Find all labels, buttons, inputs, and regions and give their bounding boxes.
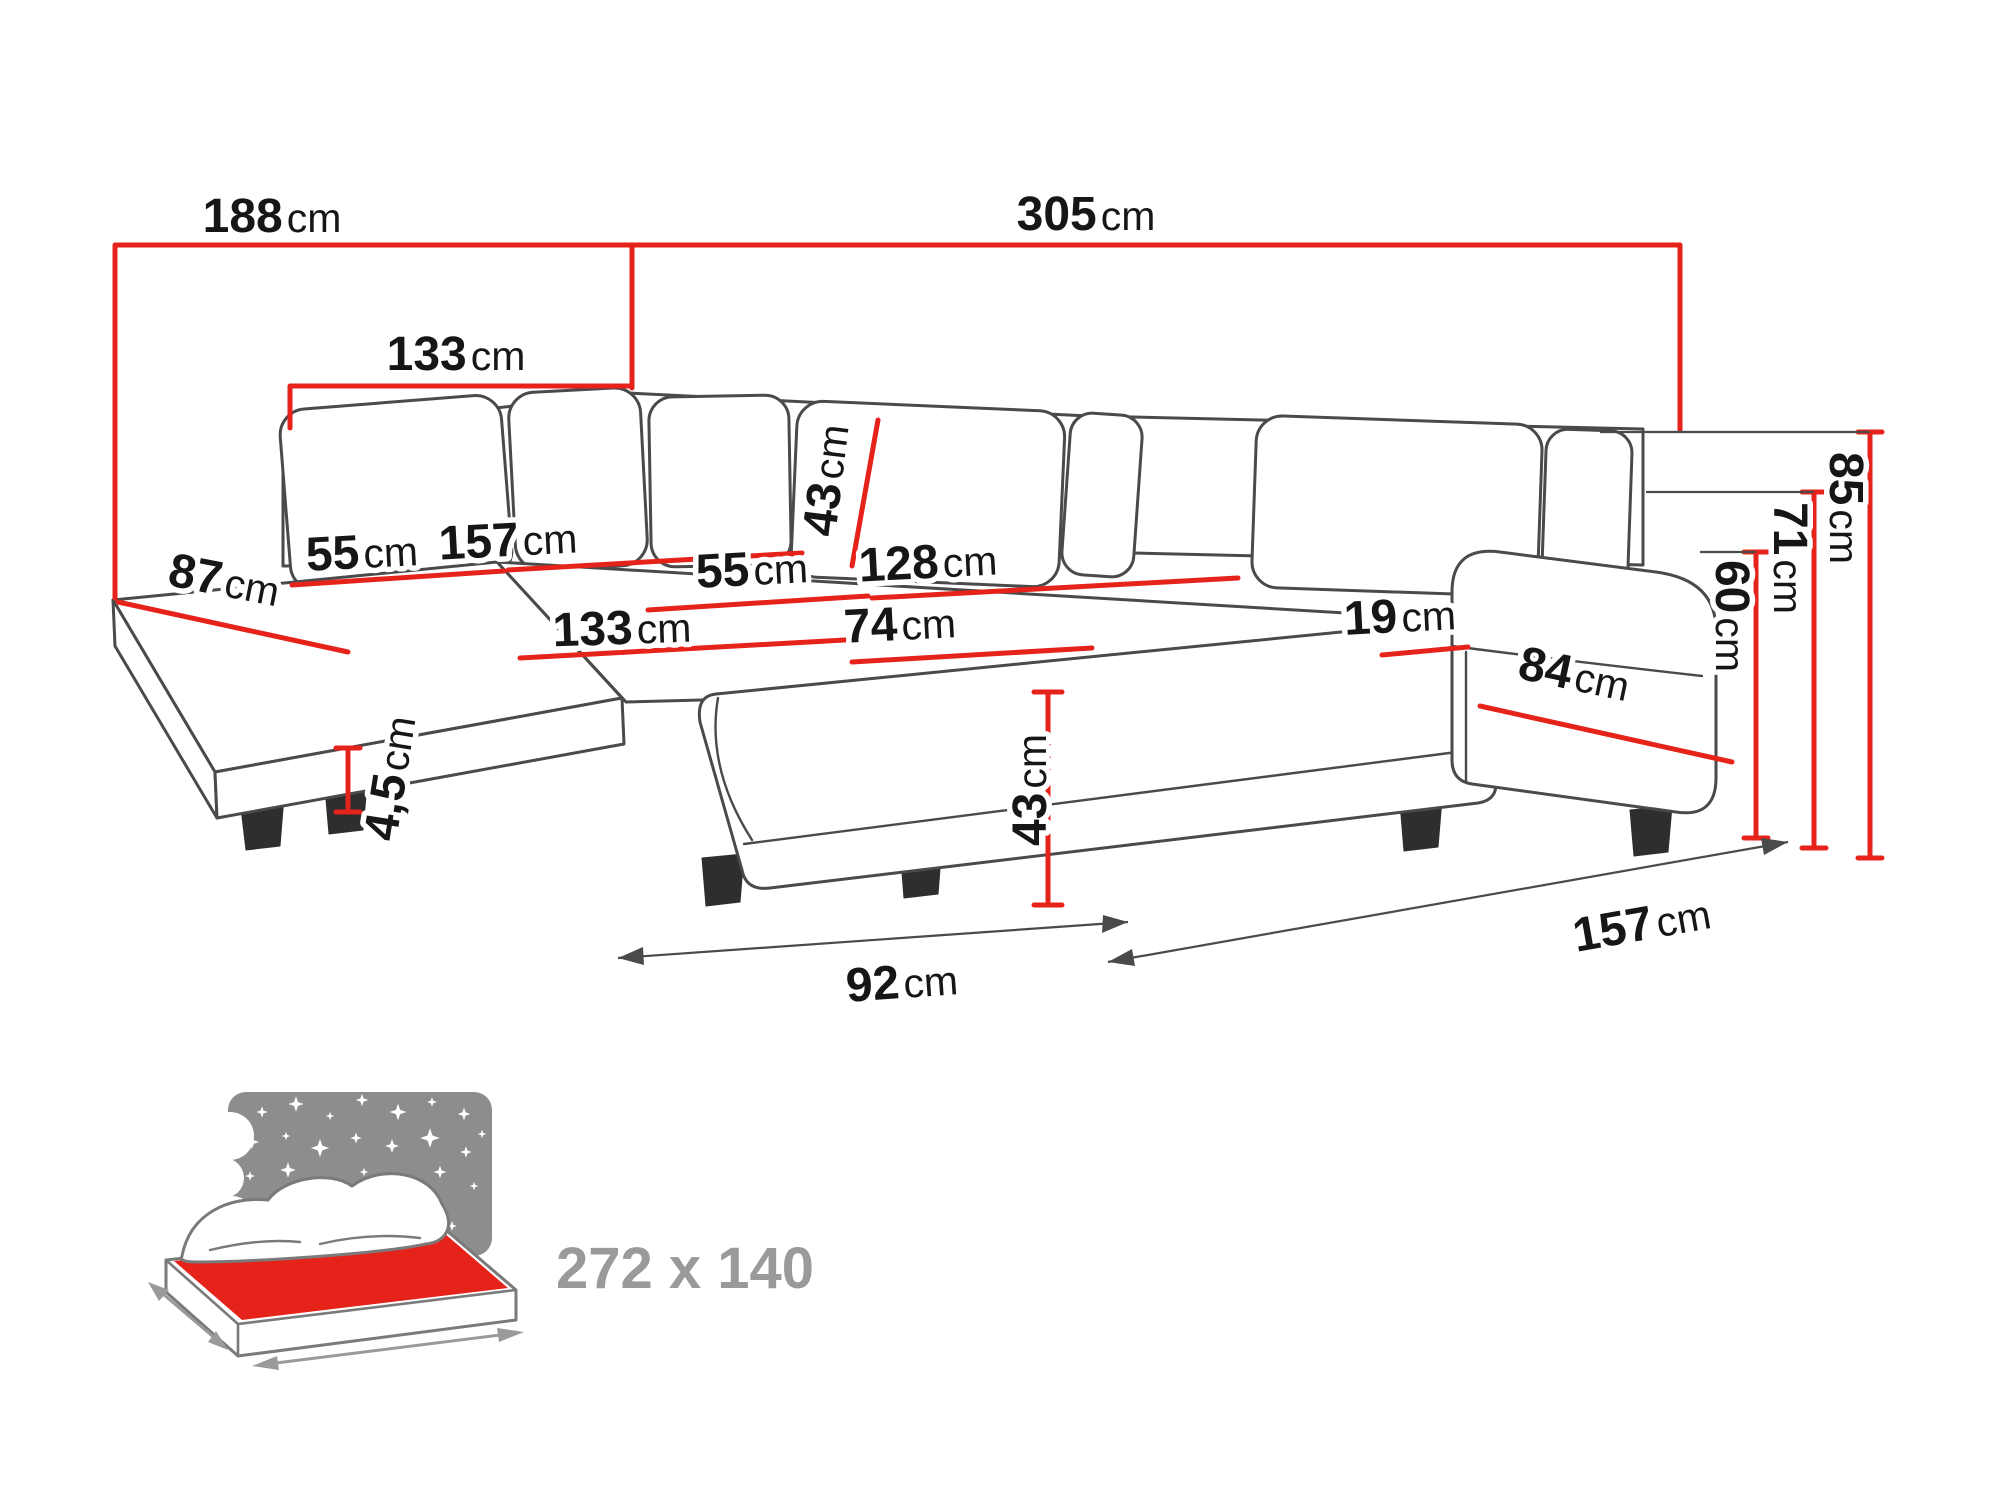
dimension-line-133-depth bbox=[517, 637, 848, 661]
dim-label-seat-b: 128cm bbox=[857, 532, 998, 592]
arrowhead bbox=[208, 1331, 228, 1350]
dim-label-height-total: 85cm bbox=[1819, 452, 1872, 564]
bed-icon: 272 x 140 bbox=[148, 1092, 814, 1370]
back-cushion bbox=[1250, 414, 1544, 598]
dim-label-height-seat: 60cm bbox=[1705, 560, 1758, 672]
bed-size-label: 272 x 140 bbox=[556, 1236, 814, 1301]
dim-label-width-left: 188cm bbox=[203, 190, 342, 243]
dim-label-cushion-height: 43cm bbox=[793, 421, 859, 539]
arrowhead bbox=[1108, 949, 1135, 966]
dimension-line-157-seat bbox=[505, 550, 805, 573]
arrowhead bbox=[252, 1356, 279, 1370]
arrowhead bbox=[497, 1328, 524, 1342]
dim-label-cushion-a: 55cm bbox=[305, 523, 420, 582]
dimension-line-43-front bbox=[1031, 689, 1065, 908]
dim-label-width-right: 305cm bbox=[1017, 188, 1156, 241]
dimension-line-55-left bbox=[289, 568, 507, 588]
dim-label-seat-a: 157cm bbox=[437, 510, 578, 570]
dimension-line-188 bbox=[112, 242, 635, 601]
dimension-line-84 bbox=[1477, 703, 1735, 765]
measure-line-92 bbox=[617, 920, 1129, 960]
dimension-line-55-mid bbox=[645, 593, 871, 613]
chaise-seam bbox=[495, 560, 624, 700]
dim-label-height-arm: 71cm bbox=[1763, 502, 1816, 614]
arrowhead bbox=[618, 947, 644, 965]
arrowhead bbox=[1102, 915, 1128, 933]
headboard-notch bbox=[204, 1158, 244, 1198]
foot bbox=[701, 853, 745, 907]
duvet-fold bbox=[208, 1239, 302, 1252]
arrowhead bbox=[148, 1282, 169, 1301]
bed-size-arrows bbox=[148, 1282, 524, 1370]
back-cushion bbox=[1060, 411, 1144, 579]
arrowhead bbox=[1761, 838, 1788, 855]
dimension-line-87 bbox=[115, 599, 351, 655]
chaise-front-skirt bbox=[213, 696, 626, 820]
back-cushion bbox=[789, 399, 1067, 589]
dimension-line-305 bbox=[629, 242, 1683, 433]
dim-label-armrest-width: 19cm bbox=[1343, 587, 1458, 646]
dim-label-seat-depth: 133cm bbox=[552, 600, 693, 658]
ottoman-front-seam bbox=[742, 746, 1490, 846]
dim-label-ottoman-width: 74cm bbox=[843, 595, 958, 654]
dim-label-depth-front-right: 157cm bbox=[1569, 886, 1715, 962]
dim-label-back-left: 133cm bbox=[387, 328, 526, 381]
right-armrest bbox=[1450, 549, 1718, 815]
dimension-line-4-5 bbox=[333, 745, 363, 815]
dim-label-seat-front-height: 43cm bbox=[1004, 734, 1057, 846]
dimension-line-133-back bbox=[287, 383, 635, 431]
dimension-line-19 bbox=[1379, 644, 1471, 658]
ottoman-corner-seam bbox=[714, 696, 754, 842]
back-cushions bbox=[278, 386, 1634, 598]
mattress-edges bbox=[165, 1259, 517, 1356]
dimension-line-74 bbox=[849, 645, 1095, 665]
headboard-notch bbox=[206, 1112, 254, 1160]
dim-label-depth-front-left: 92cm bbox=[844, 952, 959, 1013]
dim-label-cushion-b: 55cm bbox=[695, 540, 810, 599]
armrest-roll-seam bbox=[1450, 644, 1704, 678]
foot bbox=[1629, 805, 1673, 857]
armrest-body bbox=[1450, 549, 1718, 815]
left-chaise bbox=[111, 560, 626, 820]
sofa-drawing bbox=[111, 386, 1718, 907]
dimension-line-43-cushion bbox=[849, 417, 881, 569]
dimension-lines-black bbox=[617, 430, 1870, 966]
duvet bbox=[180, 1172, 451, 1264]
dimension-line-128 bbox=[869, 575, 1241, 601]
duvet-fold bbox=[318, 1234, 422, 1246]
bed-length-arrow bbox=[259, 1331, 517, 1367]
measure-line-157 bbox=[1107, 840, 1789, 964]
back-cushion bbox=[647, 393, 793, 569]
